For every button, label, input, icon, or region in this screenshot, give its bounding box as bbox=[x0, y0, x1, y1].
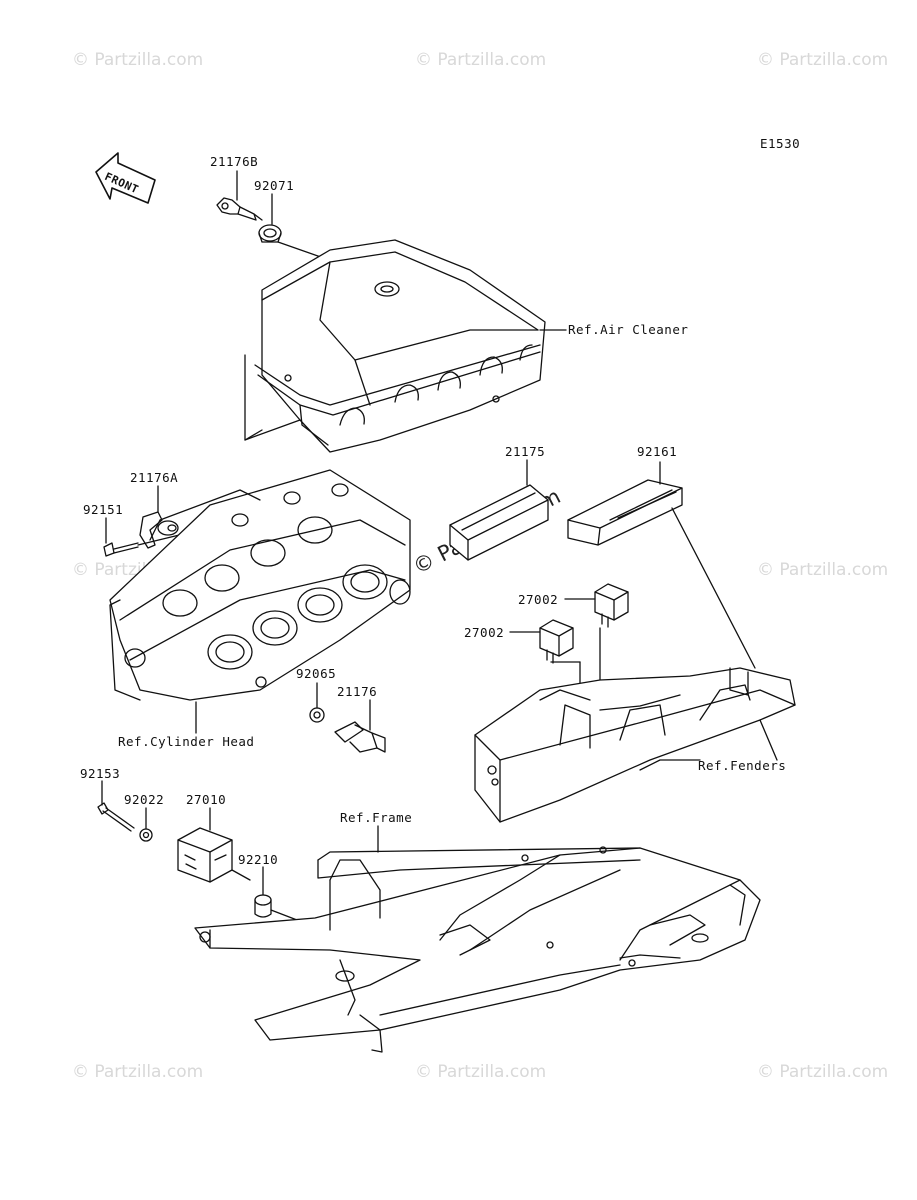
collar-92210 bbox=[254, 894, 272, 918]
relay-box-27010 bbox=[177, 827, 233, 883]
watermark: © Partzilla.com bbox=[757, 50, 889, 70]
ref-cylinder-head-label: Ref.Cylinder Head bbox=[118, 734, 255, 749]
grommet-92071 bbox=[258, 224, 282, 243]
watermark: © Partzilla.com bbox=[757, 1062, 889, 1082]
front-arrow-icon bbox=[95, 152, 156, 204]
temp-sensor-21176 bbox=[334, 721, 386, 753]
part-92210-label: 92210 bbox=[238, 852, 279, 867]
ecu-92161 bbox=[567, 479, 683, 546]
part-21175-label: 21175 bbox=[505, 444, 546, 459]
washer-92022 bbox=[139, 828, 153, 842]
relay-27002-upper bbox=[594, 583, 629, 628]
part-27002-upper-label: 27002 bbox=[518, 592, 559, 607]
air-cleaner-housing bbox=[244, 239, 546, 453]
part-27010-label: 27010 bbox=[186, 792, 227, 807]
part-21176a-label: 21176A bbox=[130, 470, 179, 485]
part-92071-label: 92071 bbox=[254, 178, 295, 193]
part-92022-label: 92022 bbox=[124, 792, 165, 807]
watermark: © Partzilla.com bbox=[72, 50, 204, 70]
watermark: © Partzilla.com bbox=[415, 1062, 547, 1082]
sensor-21176b bbox=[216, 197, 263, 221]
rear-fender-tray bbox=[474, 667, 796, 823]
sensor-21176a bbox=[139, 511, 179, 549]
part-92161-label: 92161 bbox=[637, 444, 678, 459]
ref-fenders-label: Ref.Fenders bbox=[698, 758, 787, 773]
bolt-92153 bbox=[97, 802, 135, 832]
frame bbox=[194, 846, 761, 1053]
part-92153-label: 92153 bbox=[80, 766, 121, 781]
part-21176b-label: 21176B bbox=[210, 154, 259, 169]
cylinder-head bbox=[109, 469, 411, 701]
washer-92065 bbox=[309, 707, 325, 723]
cover-21175 bbox=[449, 484, 549, 561]
part-92151-label: 92151 bbox=[83, 502, 124, 517]
watermark: © Partzilla.com bbox=[72, 1062, 204, 1082]
part-21176-label: 21176 bbox=[337, 684, 378, 699]
ref-air-cleaner-label: Ref.Air Cleaner bbox=[568, 322, 689, 337]
bolt-92151 bbox=[103, 542, 139, 557]
part-92065-label: 92065 bbox=[296, 666, 337, 681]
figure-code: E1530 bbox=[760, 136, 801, 151]
watermark: © Partzilla.com bbox=[757, 560, 889, 580]
relay-27002-lower bbox=[539, 619, 574, 664]
ref-frame-label: Ref.Frame bbox=[340, 810, 413, 825]
watermark: © Partzilla.com bbox=[415, 50, 547, 70]
part-27002-lower-label: 27002 bbox=[464, 625, 505, 640]
